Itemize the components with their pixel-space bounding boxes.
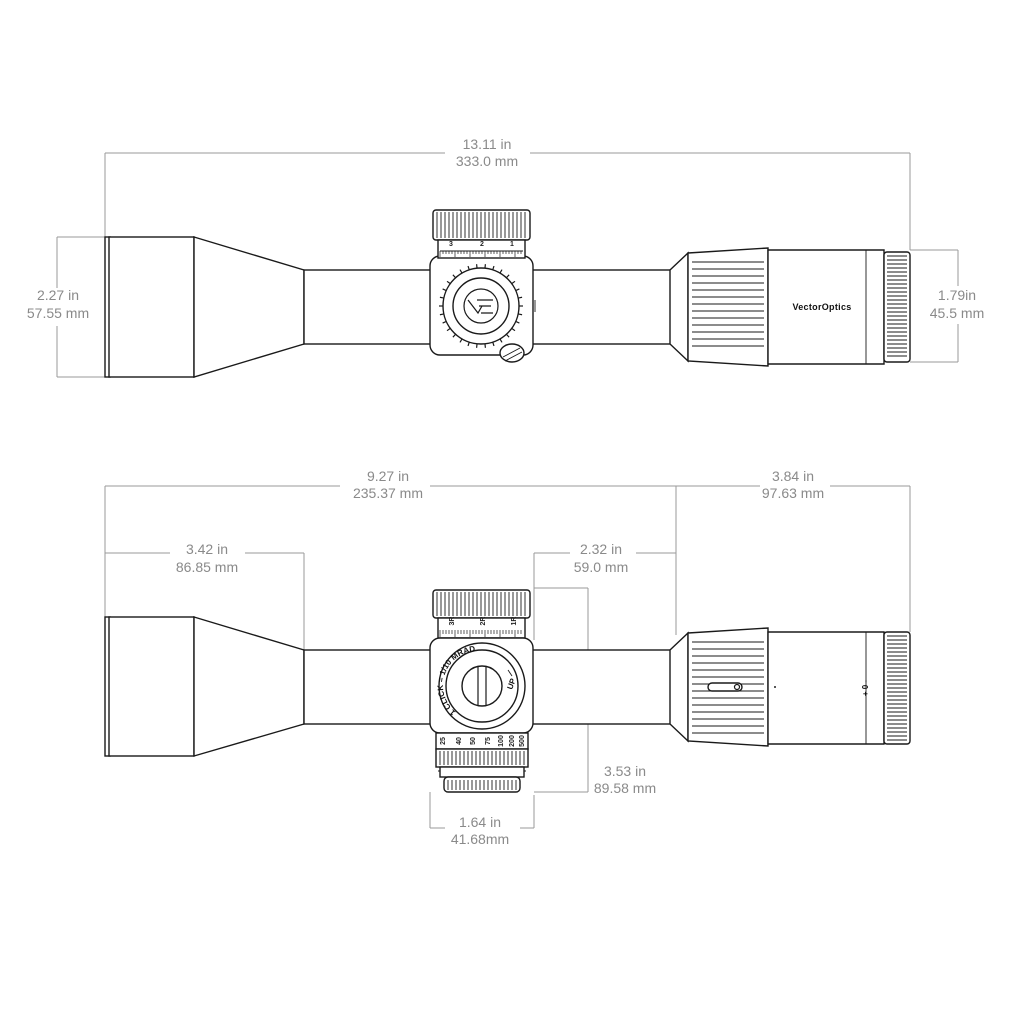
objective-diameter-mm: 57.55 mm [27, 305, 89, 321]
parallax-mark: 40 [456, 737, 463, 745]
eyepiece-diameter-in: 1.79in [938, 287, 976, 303]
eyepiece-length-in: 3.84 in [772, 468, 814, 484]
objective-diameter-in: 2.27 in [37, 287, 79, 303]
turret-mark-3: 3 [449, 241, 453, 248]
top-view: 13.11 in 333.0 mm 2.27 in 57.55 mm 1.79i… [27, 136, 984, 378]
objective-bell [104, 236, 305, 378]
objective-bell-mm: 86.85 mm [176, 559, 238, 575]
side-view: 9.27 in 235.37 mm 3.84 in 97.63 mm 3.42 … [104, 468, 911, 847]
parallax-mark: 100 [498, 735, 505, 747]
objective-to-ring-in: 9.27 in [367, 468, 409, 484]
objective-to-ring-mm: 235.37 mm [353, 485, 423, 501]
turret-width-in: 1.64 in [459, 814, 501, 830]
overall-length-in: 13.11 in [463, 136, 512, 152]
mount-length-mm: 59.0 mm [574, 559, 628, 575]
turret-width-mm: 41.68mm [451, 831, 509, 847]
logo-icon [467, 299, 493, 315]
eyepiece-top: VectorOptics [767, 249, 911, 365]
brand-logo: VectorOptics [792, 302, 851, 312]
turret-mark-2r: 2R [480, 617, 487, 626]
parallax-mark: 200 [509, 735, 516, 747]
eyepiece-side: + 0 - [767, 631, 911, 745]
diopter-label: + 0 - [861, 680, 870, 697]
objective-bell-side [104, 616, 305, 757]
parallax-mark: 25 [440, 737, 447, 745]
turret-mark-3r: 3R [449, 617, 456, 626]
parallax-mark: 50 [470, 737, 477, 745]
turret-mark-2: 2 [480, 241, 484, 248]
parallax-mark: 75 [485, 737, 492, 745]
overall-length-mm: 333.0 mm [456, 153, 518, 169]
objective-bell-in: 3.42 in [186, 541, 228, 557]
turret-housing-top: 3 2 1 [429, 209, 536, 363]
eyepiece-diameter-mm: 45.5 mm [930, 305, 984, 321]
turret-height-in: 3.53 in [604, 763, 646, 779]
dial-up-label: UP [505, 677, 517, 691]
magnification-ring-top [687, 247, 772, 367]
turret-height-mm: 89.58 mm [594, 780, 656, 796]
mount-length-in: 2.32 in [580, 541, 622, 557]
turret-mark-1: 1 [510, 241, 514, 248]
magnification-ring-side [687, 627, 769, 747]
parallax-mark: 500 [519, 735, 526, 747]
illumination-knob [499, 343, 525, 363]
eyepiece-length-mm: 97.63 mm [762, 485, 824, 501]
turret-mark-1r: 1R [511, 617, 518, 626]
